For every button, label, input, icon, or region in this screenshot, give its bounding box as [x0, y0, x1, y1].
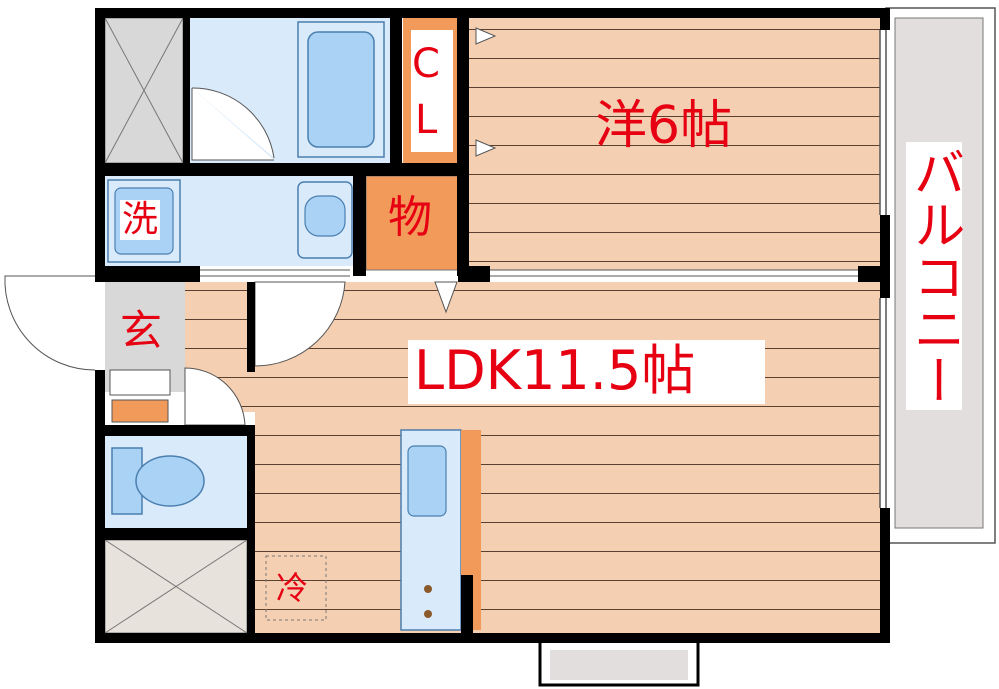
storage-label: 物 [388, 192, 432, 243]
balcony [885, 7, 996, 544]
western-room-floor [469, 18, 880, 270]
walls [95, 8, 890, 643]
ldk-label: LDK11.5帖 [408, 340, 766, 404]
shelf-closet [104, 17, 184, 164]
closet-label-l: L [415, 97, 438, 143]
fridge-label: 冷 [276, 569, 309, 607]
washroom-label: 洗 [120, 199, 161, 240]
balcony-label: バルコニー [904, 142, 964, 410]
entrance [4, 275, 185, 423]
storage-closet-bottom [104, 539, 248, 634]
toilet-icon [135, 455, 205, 507]
washroom [105, 176, 353, 266]
fridge-space [265, 555, 327, 621]
stove-burner-icon [424, 610, 432, 618]
kitchen-sink-icon [407, 445, 447, 517]
ldk-floor [255, 282, 880, 633]
shoe-rack [111, 399, 169, 423]
bathroom [190, 18, 390, 163]
western-room-label: 洋6帖 [595, 96, 733, 156]
stove-burner-icon [424, 585, 432, 593]
toilet-room [105, 367, 247, 528]
closet-label-c: C [412, 41, 440, 87]
entrance-label: 玄 [120, 306, 163, 355]
